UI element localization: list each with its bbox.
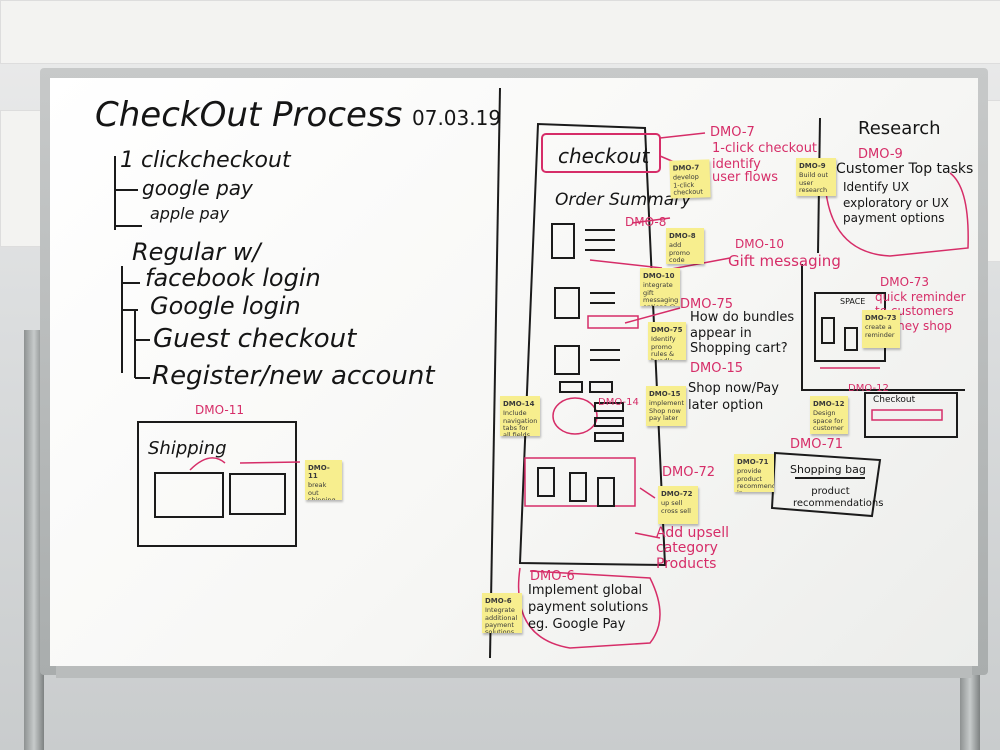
list-item-guest: Guest checkout bbox=[153, 324, 357, 354]
dmo-72-label: DMO-72 bbox=[662, 465, 716, 480]
mobile-checkout-header: checkout bbox=[558, 144, 650, 168]
product-recs-label: product recommendations bbox=[793, 486, 884, 509]
sticky-note: DMO-75 Identify promo rules & bundle bbox=[648, 322, 686, 360]
sticky-note-tag: DMO-73 bbox=[865, 314, 897, 322]
shipping-dmo-tag: DMO-11 bbox=[195, 403, 244, 417]
dmo-71-label: DMO-71 bbox=[790, 437, 844, 452]
list-item-register: Register/new account bbox=[152, 361, 435, 391]
sticky-note: DMO-8 add promo code bbox=[666, 228, 704, 264]
mini-space-label: SPACE bbox=[840, 297, 866, 306]
sticky-note-text: implement Shop now pay later bbox=[649, 399, 685, 422]
sticky-note: DMO-15 implement Shop now pay later bbox=[646, 386, 686, 426]
annotation-upsell: Add upsell category Products bbox=[656, 525, 730, 572]
annotation-global-payment: Implement global payment solutions eg. G… bbox=[528, 583, 649, 632]
sticky-note: DMO-73 create a reminder bbox=[862, 310, 900, 348]
dmo-14-label: DMO-14 bbox=[598, 397, 639, 408]
sticky-note-text: Integrate additional payment solutions bbox=[485, 606, 518, 633]
dmo-12-label: DMO-12 bbox=[848, 383, 889, 394]
annotation-one-click: 1-click checkout bbox=[712, 141, 818, 156]
shopping-bag-label: Shopping bag bbox=[790, 463, 866, 476]
dmo-6-label: DMO-6 bbox=[530, 569, 575, 584]
list-item-regular: Regular w/ bbox=[132, 238, 261, 266]
sticky-note: DMO-71 provide product recommendations i… bbox=[734, 454, 774, 492]
annotation-gift-messaging: Gift messaging bbox=[728, 252, 841, 270]
sticky-note-text: integrate gift messaging options @ check… bbox=[643, 281, 679, 306]
sticky-note: DMO-7 develop 1-click checkout bbox=[669, 159, 711, 199]
sticky-note-tag: DMO-14 bbox=[503, 400, 535, 408]
shipping-label: Shipping bbox=[148, 438, 227, 459]
sticky-note-text: Include navigation tabs for all fields bbox=[503, 409, 538, 436]
sticky-note-tag: DMO-7 bbox=[672, 163, 700, 173]
annotation-identify-flows: identify user flows bbox=[712, 157, 779, 185]
dmo-9-label: DMO-9 bbox=[858, 147, 903, 162]
marker-tray bbox=[56, 666, 972, 678]
dmo-10-label: DMO-10 bbox=[735, 237, 784, 251]
sticky-note-text: add promo code bbox=[669, 241, 690, 264]
sticky-note: DMO-9 Build out user research bbox=[796, 158, 836, 196]
dmo-15-label: DMO-15 bbox=[690, 361, 744, 376]
sticky-note-tag: DMO-72 bbox=[661, 490, 693, 498]
sticky-note: DMO-14 Include navigation tabs for all f… bbox=[500, 396, 540, 436]
dmo-8-label: DMO-8 bbox=[625, 215, 667, 229]
sticky-note: DMO-10 integrate gift messaging options … bbox=[640, 268, 680, 306]
wall-paper bbox=[0, 110, 46, 247]
sticky-note-text: Design space for customer bbox=[813, 409, 844, 432]
sticky-note-tag: DMO-10 bbox=[643, 272, 675, 280]
sticky-note-text: Identify promo rules & bundle bbox=[651, 335, 676, 360]
list-item-apple-pay: apple pay bbox=[150, 204, 229, 223]
annotation-customer-tasks: Customer Top tasks bbox=[836, 161, 974, 177]
sticky-note: DMO-72 up sell cross sell bbox=[658, 486, 698, 524]
dmo-73-label: DMO-73 bbox=[880, 275, 929, 289]
sticky-note-text: break out shipping vs billing bbox=[308, 481, 336, 500]
research-heading: Research bbox=[858, 118, 941, 139]
list-item-facebook: facebook login bbox=[145, 264, 321, 292]
list-item-1click: 1 clickcheckout bbox=[120, 148, 291, 173]
sticky-note-text: develop 1-click checkout bbox=[672, 172, 704, 197]
sticky-note-text: Build out user research bbox=[799, 171, 829, 194]
dmo-7-label: DMO-7 bbox=[710, 125, 755, 140]
board-title: CheckOut Process bbox=[95, 95, 403, 135]
sticky-note-tag: DMO-6 bbox=[485, 597, 512, 605]
checkout-panel-label: Checkout bbox=[873, 395, 916, 405]
sticky-note-tag: DMO-15 bbox=[649, 390, 681, 398]
sticky-note-tag: DMO-12 bbox=[813, 400, 845, 408]
sticky-note-tag: DMO-71 bbox=[737, 458, 769, 466]
sticky-note: DMO-11 break out shipping vs billing bbox=[305, 460, 342, 500]
dmo-75-label: DMO-75 bbox=[680, 297, 734, 312]
sticky-note: DMO-6 Integrate additional payment solut… bbox=[482, 593, 522, 633]
whiteboard-drawings bbox=[114, 87, 969, 659]
sticky-note-tag: DMO-75 bbox=[651, 326, 683, 334]
sticky-note-text: create a reminder bbox=[865, 323, 895, 339]
wall-paper bbox=[0, 0, 1000, 64]
stand-leg-left bbox=[24, 330, 44, 750]
mobile-order-summary: Order Summary bbox=[555, 190, 692, 210]
sticky-note-text: up sell cross sell bbox=[661, 499, 691, 515]
sticky-note-tag: DMO-9 bbox=[799, 162, 826, 170]
annotation-bundles: How do bundles appear in Shopping cart? bbox=[690, 310, 795, 357]
board-date: 07.03.19 bbox=[412, 106, 502, 130]
whiteboard: CheckOut Process 07.03.19 1 clickcheckou… bbox=[50, 78, 978, 666]
list-item-google-pay: google pay bbox=[142, 176, 253, 200]
annotation-shop-now: Shop now/Pay later option bbox=[688, 381, 779, 413]
list-item-google-login: Google login bbox=[150, 292, 301, 320]
sticky-note-tag: DMO-8 bbox=[669, 232, 696, 240]
annotation-identify-ux: Identify UX exploratory or UX payment op… bbox=[843, 180, 949, 226]
sticky-note: DMO-12 Design space for customer bbox=[810, 396, 848, 434]
sticky-note-text: provide product recommendations in shopp… bbox=[737, 467, 774, 492]
sticky-note-tag: DMO-11 bbox=[308, 464, 330, 481]
